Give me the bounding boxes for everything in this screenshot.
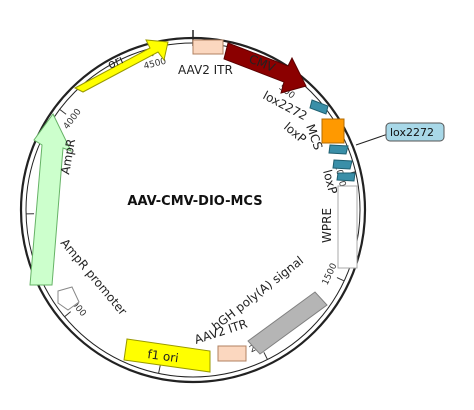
- lox2272-callout-box[interactable]: [385, 122, 445, 142]
- aav2-itr-top-label: AAV2 ITR: [178, 63, 233, 77]
- hgh-polya-box[interactable]: [247, 291, 328, 355]
- tick-mark-2000: [263, 352, 268, 360]
- ampr-promoter-arrow[interactable]: [57, 286, 80, 311]
- wpre-box[interactable]: [337, 185, 358, 269]
- ampr-arrow[interactable]: [29, 113, 72, 286]
- tick-mark-1500: [336, 277, 345, 282]
- tick-marks: 50010001500200025003000350040004500: [26, 48, 356, 374]
- loxp-1-arrow[interactable]: [328, 144, 349, 155]
- backbone-inner-ring: [25, 42, 361, 378]
- tick-label-4000: 4000: [62, 107, 84, 132]
- ampr-label: AmpR: [58, 138, 78, 176]
- ori-label: ori: [105, 52, 125, 71]
- aav2-itr-bottom-box[interactable]: [217, 345, 247, 362]
- f1-ori-arrow[interactable]: [123, 338, 211, 373]
- aav2-itr-top-box[interactable]: [192, 39, 224, 55]
- loxp-2-arrow[interactable]: [336, 172, 356, 182]
- lox2272-callout-label: lox2272: [390, 126, 434, 139]
- ori-arrow[interactable]: [73, 39, 169, 93]
- tick-label-1500: 1500: [321, 262, 340, 287]
- plasmid-title: AAV-CMV-DIO-MCS: [127, 194, 262, 209]
- loxp-2-label: loxP: [320, 168, 340, 195]
- wpre-label: WPRE: [320, 208, 334, 243]
- loxp-1-label: loxP: [281, 120, 309, 147]
- cmv-arrow[interactable]: [223, 42, 307, 94]
- lox2272-2-arrow[interactable]: [332, 159, 353, 170]
- lox2272-1-arrow[interactable]: [309, 99, 329, 115]
- mcs-box[interactable]: [321, 118, 345, 144]
- f1-ori-label: f1 ori: [147, 347, 180, 365]
- tick-mark-3000: [64, 311, 72, 318]
- tick-mark-4000: [59, 109, 67, 115]
- tick-mark-2500: [158, 365, 161, 374]
- callout-leader: [355, 133, 389, 146]
- backbone-outer-ring: [19, 36, 367, 384]
